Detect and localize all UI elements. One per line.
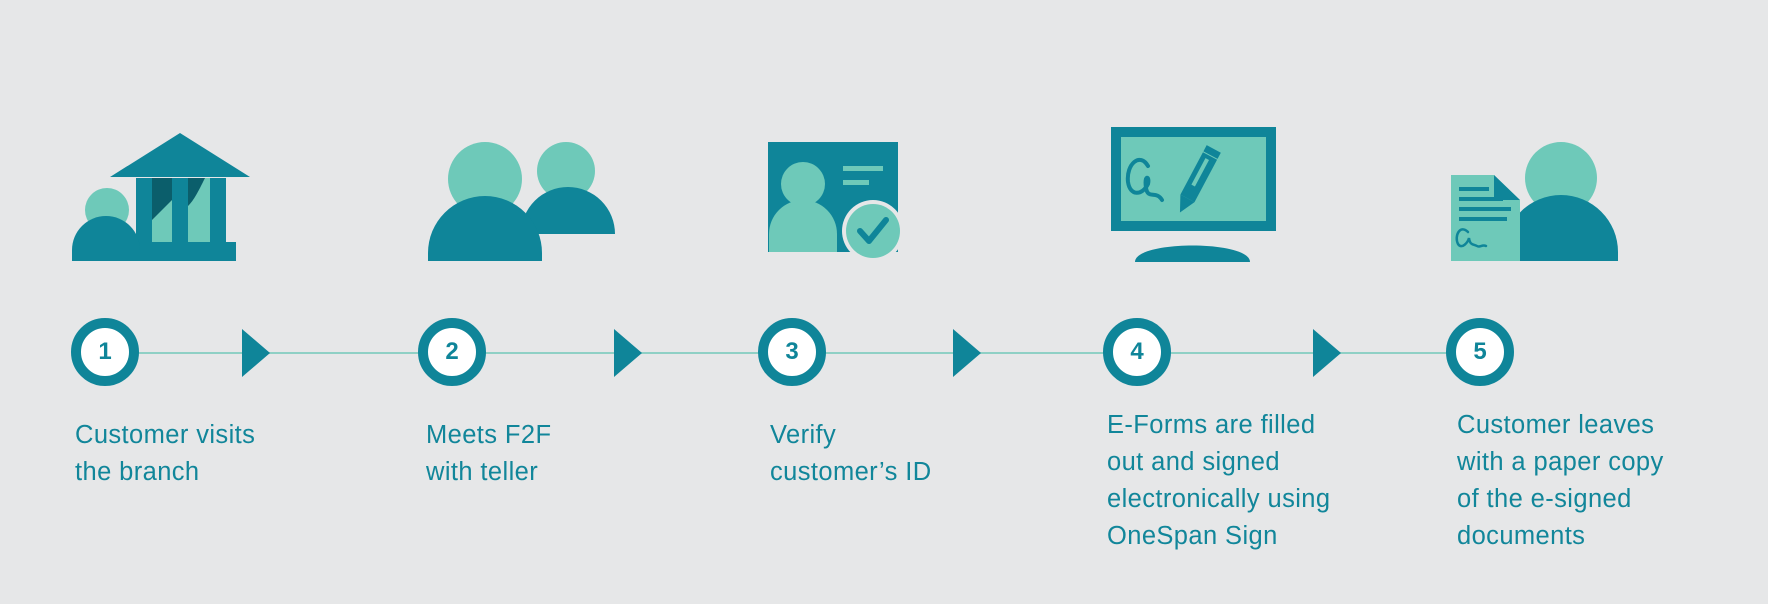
customer-document-icon bbox=[1451, 142, 1618, 261]
two-people-icon bbox=[428, 142, 615, 261]
arrow-right-icon bbox=[1313, 329, 1341, 377]
bank-customer-icon bbox=[72, 133, 250, 261]
step-number-3: 3 bbox=[758, 318, 826, 386]
step-number-5: 5 bbox=[1446, 318, 1514, 386]
step-label-5: Customer leaves with a paper copy of the… bbox=[1457, 411, 1664, 550]
arrow-right-icon bbox=[953, 329, 981, 377]
step-label-4: E-Forms are filled out and signed electr… bbox=[1107, 411, 1331, 550]
monitor-esign-icon bbox=[1111, 127, 1276, 262]
arrow-right-icon bbox=[614, 329, 642, 377]
arrow-right-icon bbox=[242, 329, 270, 377]
id-card-verified-icon bbox=[768, 142, 904, 262]
step-number-4: 4 bbox=[1103, 318, 1171, 386]
step-number-1: 1 bbox=[71, 318, 139, 386]
step-label-1: Customer visits the branch bbox=[75, 421, 256, 486]
step-number-2: 2 bbox=[418, 318, 486, 386]
step-label-2: Meets F2F with teller bbox=[426, 421, 552, 486]
step-label-3: Verify customer’s ID bbox=[770, 421, 932, 486]
